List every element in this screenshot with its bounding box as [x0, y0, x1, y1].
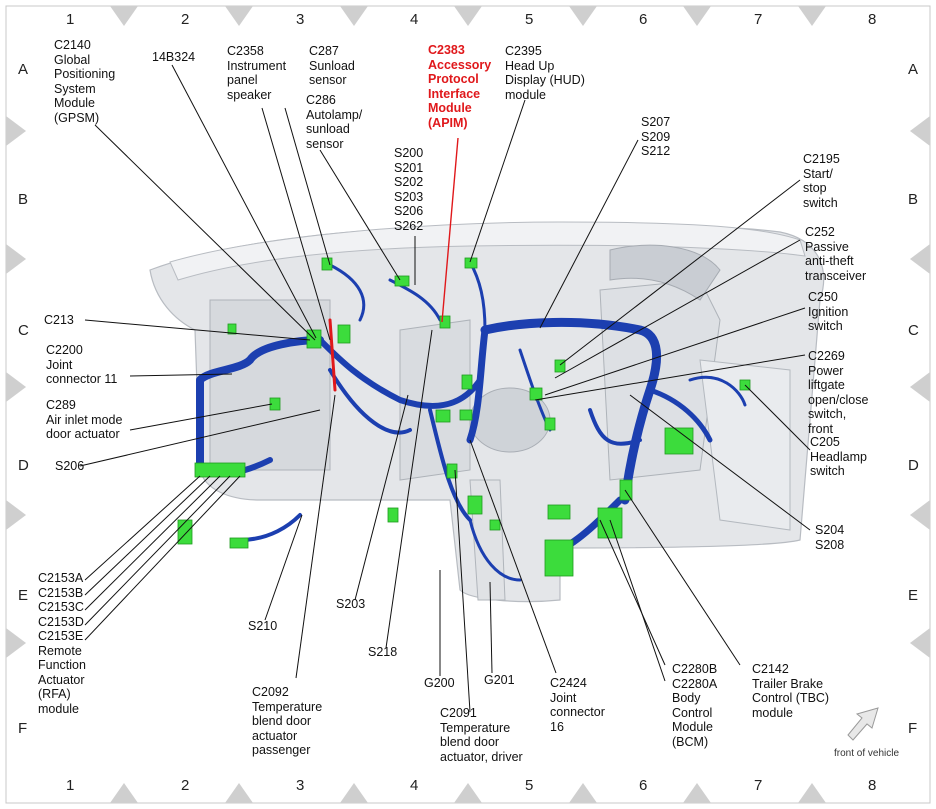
- label-c2091-blend-driver: C2091 Temperature blend door actuator, d…: [440, 706, 523, 764]
- grid-col-1-top: 1: [66, 11, 75, 28]
- grid-col-7-top: 7: [754, 11, 763, 28]
- label-c2424-joint: C2424 Joint connector 16: [550, 676, 605, 734]
- grid-row-f-right: F: [908, 720, 918, 737]
- instrument-panel-illustration: [149, 221, 825, 603]
- label-c286-autolamp: C286 Autolamp/ sunload sensor: [306, 93, 363, 151]
- grid-col-6-top: 6: [639, 11, 648, 28]
- label-c205-headlamp: C205 Headlamp switch: [810, 435, 867, 478]
- label-s206: S206: [55, 459, 85, 473]
- leader-lines: [79, 64, 811, 713]
- bottom-edge-markers: [110, 783, 826, 803]
- label-c289-air-inlet: C289 Air inlet mode door actuator: [46, 398, 123, 441]
- label-c2280-bcm: C2280B C2280A Body Control Module (BCM): [672, 662, 718, 749]
- label-c2200-joint: C2200 Joint connector 11: [46, 343, 118, 386]
- label-splices-s207: S207 S209 S212: [641, 115, 671, 158]
- grid-row-d-right: D: [908, 457, 919, 474]
- label-14b324: 14B324: [152, 50, 196, 64]
- label-s203: S203: [336, 597, 366, 611]
- label-g200: G200: [424, 676, 455, 690]
- grid-col-1-bottom: 1: [66, 777, 75, 794]
- grid-col-4-top: 4: [410, 11, 419, 28]
- grid-col-5-top: 5: [525, 11, 534, 28]
- grid-row-b-right: B: [908, 191, 919, 208]
- grid-row-a-right: A: [908, 61, 919, 78]
- grid-row-e-right: E: [908, 587, 919, 604]
- label-g201: G201: [484, 673, 515, 687]
- grid-col-8-bottom: 8: [868, 777, 877, 794]
- grid-col-3-top: 3: [296, 11, 305, 28]
- grid-col-4-bottom: 4: [410, 777, 419, 794]
- label-c2092-blend-passenger: C2092 Temperature blend door actuator pa…: [252, 685, 323, 757]
- left-edge-markers: [6, 116, 26, 658]
- grid-col-7-bottom: 7: [754, 777, 763, 794]
- label-splices-s204: S204 S208: [815, 523, 845, 552]
- grid-col-8-top: 8: [868, 11, 877, 28]
- label-splices-s200: S200 S201 S202 S203 S206 S262: [394, 146, 424, 233]
- label-c2140-gpsm: C2140 Global Positioning System Module (…: [54, 38, 116, 125]
- right-edge-markers: [910, 116, 930, 658]
- label-s210: S210: [248, 619, 278, 633]
- label-c2195-start-stop: C2195 Start/ stop switch: [803, 152, 840, 210]
- front-of-vehicle-label: front of vehicle: [834, 748, 900, 759]
- label-c252-pats: C252 Passive anti-theft transceiver: [805, 225, 867, 283]
- grid-row-d-left: D: [18, 457, 29, 474]
- label-c2358-speaker: C2358 Instrument panel speaker: [227, 44, 287, 102]
- grid-col-2-bottom: 2: [181, 777, 190, 794]
- label-c2395-hud: C2395 Head Up Display (HUD) module: [505, 44, 585, 102]
- grid-row-c-right: C: [908, 322, 919, 339]
- label-c213: C213: [44, 313, 74, 327]
- grid-row-a-left: A: [18, 61, 29, 78]
- label-s218: S218: [368, 645, 398, 659]
- grid-col-2-top: 2: [181, 11, 190, 28]
- grid-row-b-left: B: [18, 191, 29, 208]
- grid-row-f-left: F: [18, 720, 28, 737]
- label-c250-ignition: C250 Ignition switch: [808, 290, 849, 333]
- grid-col-5-bottom: 5: [525, 777, 534, 794]
- label-c2142-tbc: C2142 Trailer Brake Control (TBC) module: [752, 662, 830, 720]
- label-c2383-apim: C2383 Accessory Protocol Interface Modul…: [428, 43, 492, 130]
- grid-col-3-bottom: 3: [296, 777, 305, 794]
- grid-row-e-left: E: [18, 587, 29, 604]
- front-of-vehicle-arrow-icon: [847, 707, 879, 741]
- label-c2269-liftgate: C2269 Power liftgate open/close switch, …: [808, 349, 869, 436]
- grid-row-c-left: C: [18, 322, 29, 339]
- label-c287-sunload: C287 Sunload sensor: [309, 44, 355, 87]
- grid-col-6-bottom: 6: [639, 777, 648, 794]
- top-edge-markers: [110, 6, 826, 26]
- label-c2153-rfa: C2153A C2153B C2153C C2153D C2153E Remot…: [38, 571, 86, 716]
